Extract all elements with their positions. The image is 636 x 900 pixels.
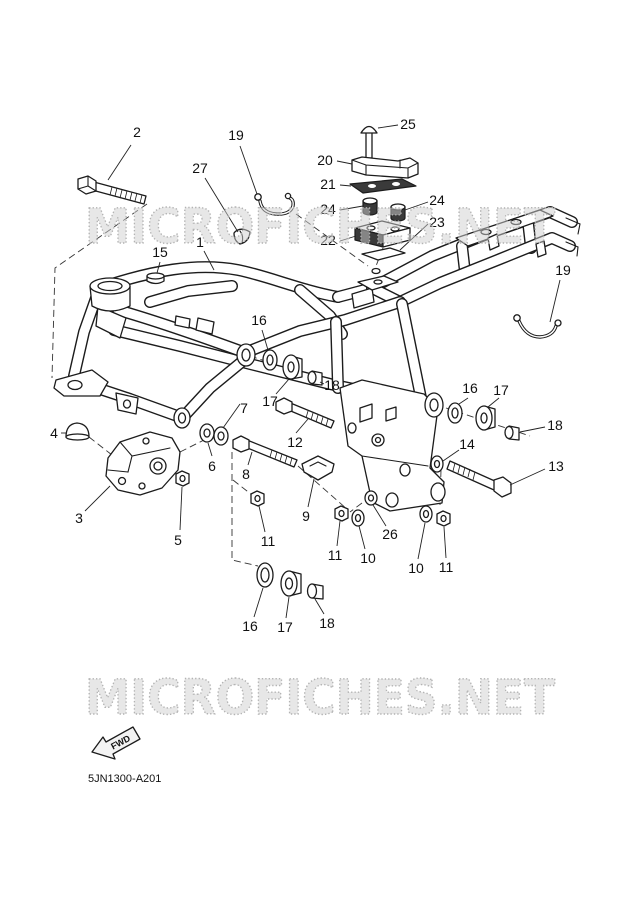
callout-14: 14: [459, 436, 475, 452]
part-16-ring-right: [447, 402, 463, 424]
part-8-bolt: [232, 435, 298, 468]
callout-16-left: 16: [251, 312, 267, 328]
watermark-bottom: MICROFICHES.NET: [85, 670, 555, 726]
callout-24-right: 24: [429, 192, 445, 208]
part-4-cap: [65, 422, 90, 441]
callout-17-bottom: 17: [277, 619, 293, 635]
callout-17-right: 17: [493, 382, 509, 398]
callout-17-left: 17: [262, 393, 278, 409]
part-18-collar-bottom: [306, 583, 324, 600]
part-17-bushing-bottom: [280, 570, 302, 597]
part-7-washer: [213, 426, 229, 446]
callout-16-right: 16: [462, 380, 478, 396]
watermark-top: MICROFICHES.NET: [85, 199, 555, 255]
callout-24-left: 24: [320, 201, 336, 217]
part-18-collar-left: [307, 370, 323, 386]
part-13-bolt: [446, 460, 512, 498]
callout-10-left: 10: [360, 550, 376, 566]
part-10-washer-right: [419, 505, 433, 523]
callout-13: 13: [548, 458, 564, 474]
part-5-nut: [175, 470, 190, 487]
part-17-bushing-right: [475, 405, 496, 431]
part-23-damper: [361, 247, 406, 275]
part-12-bolt: [275, 397, 335, 429]
callout-12: 12: [287, 434, 303, 450]
callout-22: 22: [320, 232, 336, 248]
callout-7: 7: [240, 400, 248, 416]
part-27-cap: [233, 228, 251, 245]
callout-8: 8: [242, 466, 250, 482]
frame-head-tube: [89, 277, 131, 339]
callout-2: 2: [133, 124, 141, 140]
part-1-frame: [53, 209, 581, 512]
frame-rear-crossmember: [455, 209, 581, 258]
callout-26: 26: [382, 526, 398, 542]
callout-11-center: 11: [328, 547, 343, 563]
part-22-bracket: [354, 220, 411, 248]
part-24-rubber-right: [390, 203, 406, 222]
part-11-nut-left: [250, 490, 265, 507]
part-21-plate: [349, 178, 417, 194]
part-25-bolt: [360, 125, 378, 159]
callout-1: 1: [196, 234, 204, 250]
callout-4: 4: [50, 425, 58, 441]
callout-18-left: 18: [324, 377, 340, 393]
diagram-code: 5JN1300-A201: [88, 773, 161, 785]
callout-18-right: 18: [547, 417, 563, 433]
callout-10-right: 10: [408, 560, 424, 576]
part-15-cap: [146, 272, 165, 285]
part-26-washer: [364, 490, 378, 506]
callout-15: 15: [152, 244, 168, 260]
part-6-washer: [199, 423, 215, 443]
callout-23: 23: [429, 214, 445, 230]
part-19-ground-wire-right: [513, 314, 562, 339]
callout-9: 9: [302, 508, 310, 524]
part-19-ground-wire-top: [254, 192, 295, 216]
callout-16-bottom: 16: [242, 618, 258, 634]
frame-front-engine-mount: [53, 369, 139, 415]
callout-11-right: 11: [439, 559, 454, 575]
forward-arrow-icon: FWD: [91, 726, 141, 760]
callout-labels: 2 19 25 20 21 24 24 23 22 27 1 15 19 16 …: [50, 116, 571, 635]
callout-20: 20: [317, 152, 333, 168]
callout-27: 27: [192, 160, 208, 176]
part-24-rubber-left: [362, 197, 378, 216]
callout-5: 5: [174, 532, 182, 548]
part-2-bolt: [77, 175, 147, 205]
callout-6: 6: [208, 458, 216, 474]
part-11-nut-right: [436, 510, 451, 527]
frame-pivot-bushings: [173, 343, 256, 429]
callout-19-top: 19: [228, 127, 244, 143]
part-11-nut-center: [334, 505, 349, 522]
callout-19-right: 19: [555, 262, 571, 278]
frame-top-brackets: [174, 275, 399, 335]
part-14-washer: [430, 455, 444, 473]
part-16-ring-left: [262, 349, 278, 371]
part-20-bracket: [351, 156, 419, 179]
part-3-engine-bracket: [105, 431, 181, 496]
callout-21: 21: [320, 176, 336, 192]
callout-3: 3: [75, 510, 83, 526]
frame-swingarm-pivot-plate: [339, 379, 446, 512]
callout-11-left: 11: [261, 533, 276, 549]
part-17-bushing-left: [282, 354, 303, 380]
callout-25: 25: [400, 116, 416, 132]
part-10-washer-left: [351, 509, 365, 527]
leader-lines: [61, 124, 561, 619]
part-18-collar-right: [504, 425, 520, 441]
part-9-bracket: [301, 455, 335, 481]
part-16-ring-bottom: [256, 562, 274, 588]
callout-18-bottom: 18: [319, 615, 335, 631]
